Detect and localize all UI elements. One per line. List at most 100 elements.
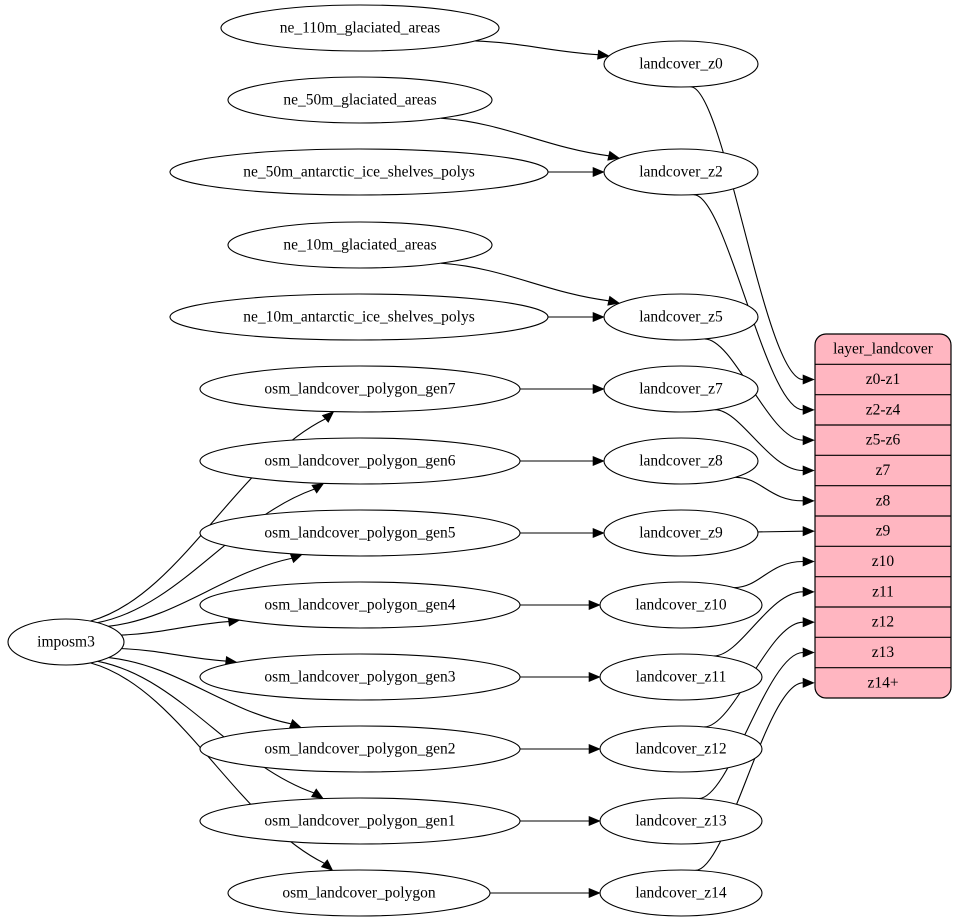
node-label: ne_50m_antarctic_ice_shelves_polys bbox=[243, 164, 475, 181]
node-osm_landcover_polygon_gen7[interactable]: osm_landcover_polygon_gen7 bbox=[199, 365, 521, 413]
node-label: landcover_z0 bbox=[639, 56, 723, 73]
record-header-label: layer_landcover bbox=[833, 341, 934, 358]
edge-arrowhead bbox=[588, 671, 601, 683]
edge-line bbox=[108, 557, 292, 627]
node-label: osm_landcover_polygon_gen1 bbox=[264, 813, 455, 830]
node-label: landcover_z9 bbox=[639, 525, 723, 542]
node-label: imposm3 bbox=[37, 634, 95, 651]
node-osm_landcover_polygon_gen1[interactable]: osm_landcover_polygon_gen1 bbox=[199, 797, 521, 845]
record-node-layer-landcover[interactable]: layer_landcoverz0-z1z2-z4z5-z6z7z8z9z10z… bbox=[814, 333, 952, 699]
node-label: osm_landcover_polygon_gen6 bbox=[264, 453, 455, 470]
edge-arrowhead bbox=[802, 586, 815, 597]
edge-line bbox=[97, 660, 315, 794]
node-osm_landcover_polygon_gen3[interactable]: osm_landcover_polygon_gen3 bbox=[199, 653, 521, 701]
node-landcover_z10[interactable]: landcover_z10 bbox=[599, 581, 763, 629]
edge-osm_landcover_polygon_gen3--to--landcover_z11 bbox=[520, 671, 601, 683]
node-ne_50m_antarctic_ice_shelves_polys[interactable]: ne_50m_antarctic_ice_shelves_polys bbox=[169, 148, 549, 196]
layer-node-ellipse bbox=[603, 365, 759, 413]
node-landcover_z7[interactable]: landcover_z7 bbox=[603, 365, 759, 413]
node-ne_110m_glaciated_areas[interactable]: ne_110m_glaciated_areas bbox=[220, 4, 500, 52]
edge-line bbox=[734, 560, 804, 589]
edge-arrowhead bbox=[802, 677, 815, 688]
node-imposm3[interactable]: imposm3 bbox=[7, 618, 125, 666]
layer-node-ellipse bbox=[599, 869, 763, 917]
edge-line bbox=[713, 591, 804, 657]
node-label: landcover_z2 bbox=[639, 164, 723, 181]
source-node-ellipse bbox=[227, 76, 493, 124]
edge-arrowhead bbox=[289, 553, 303, 564]
node-landcover_z9[interactable]: landcover_z9 bbox=[603, 509, 759, 557]
record-row-label-z8: z8 bbox=[876, 492, 891, 509]
node-label: ne_10m_glaciated_areas bbox=[283, 237, 436, 254]
edge-osm_landcover_polygon_gen6--to--landcover_z8 bbox=[520, 455, 605, 467]
edge-line bbox=[475, 40, 599, 56]
record-row-label-z11: z11 bbox=[872, 583, 894, 600]
edge-arrowhead bbox=[592, 527, 605, 539]
layer-node-ellipse bbox=[599, 797, 763, 845]
node-landcover_z5[interactable]: landcover_z5 bbox=[603, 293, 759, 341]
layer-node-ellipse bbox=[599, 581, 763, 629]
record-row-label-z0-z1: z0-z1 bbox=[866, 371, 900, 388]
edge-line bbox=[714, 409, 804, 472]
node-ne_10m_glaciated_areas[interactable]: ne_10m_glaciated_areas bbox=[227, 221, 493, 269]
node-osm_landcover_polygon_gen5[interactable]: osm_landcover_polygon_gen5 bbox=[199, 509, 521, 557]
node-label: osm_landcover_polygon_gen7 bbox=[264, 381, 455, 398]
edge-line bbox=[695, 682, 804, 871]
node-label: landcover_z10 bbox=[635, 597, 726, 614]
edge-line bbox=[693, 194, 804, 411]
node-layer: imposm3 ne_110m_glaciated_areas ne_50m_gla… bbox=[7, 4, 763, 917]
edge-osm_landcover_polygon--to--landcover_z14 bbox=[490, 887, 601, 899]
node-landcover_z13[interactable]: landcover_z13 bbox=[599, 797, 763, 845]
edge-arrowhead bbox=[802, 526, 815, 537]
layer-node-ellipse bbox=[603, 148, 759, 196]
edge-arrowhead bbox=[592, 311, 605, 323]
edge-ne_10m_glaciated_areas--to--landcover_z5 bbox=[440, 262, 621, 306]
node-osm_landcover_polygon_gen4[interactable]: osm_landcover_polygon_gen4 bbox=[199, 581, 521, 629]
record-row-label-z14+: z14+ bbox=[867, 674, 898, 691]
source-node-ellipse bbox=[169, 148, 549, 196]
node-landcover_z2[interactable]: landcover_z2 bbox=[603, 148, 759, 196]
edge-arrowhead bbox=[588, 815, 601, 827]
edge-imposm3--to--osm_landcover_polygon_gen1 bbox=[97, 660, 324, 800]
edge-landcover_z2--to--layer_landcover:z2-z4 bbox=[693, 194, 815, 415]
node-label: osm_landcover_polygon bbox=[282, 885, 436, 902]
node-landcover_z14[interactable]: landcover_z14 bbox=[599, 869, 763, 917]
node-landcover_z8[interactable]: landcover_z8 bbox=[603, 437, 759, 485]
record-row-label-z9: z9 bbox=[876, 523, 891, 540]
edge-imposm3--to--osm_landcover_polygon_gen6 bbox=[97, 482, 325, 624]
edge-arrowhead bbox=[802, 465, 815, 476]
node-landcover_z0[interactable]: landcover_z0 bbox=[603, 40, 759, 88]
node-label: osm_landcover_polygon_gen5 bbox=[264, 525, 455, 542]
node-osm_landcover_polygon_gen6[interactable]: osm_landcover_polygon_gen6 bbox=[199, 437, 521, 485]
record-row-label-z10: z10 bbox=[872, 553, 895, 570]
source-node-ellipse bbox=[199, 581, 521, 629]
node-osm_landcover_polygon_gen2[interactable]: osm_landcover_polygon_gen2 bbox=[199, 725, 521, 773]
node-landcover_z12[interactable]: landcover_z12 bbox=[599, 725, 763, 773]
edge-arrowhead bbox=[588, 887, 601, 899]
node-osm_landcover_polygon[interactable]: osm_landcover_polygon bbox=[227, 869, 491, 917]
edge-arrowhead bbox=[311, 482, 325, 494]
node-ne_10m_antarctic_ice_shelves_polys[interactable]: ne_10m_antarctic_ice_shelves_polys bbox=[169, 293, 549, 341]
node-label: landcover_z5 bbox=[639, 309, 723, 326]
edge-osm_landcover_polygon_gen5--to--landcover_z9 bbox=[520, 527, 605, 539]
node-ne_50m_glaciated_areas[interactable]: ne_50m_glaciated_areas bbox=[227, 76, 493, 124]
node-label: landcover_z12 bbox=[635, 741, 726, 758]
node-label: landcover_z8 bbox=[639, 453, 723, 470]
edge-line bbox=[440, 262, 609, 302]
edge-ne_50m_antarctic_ice_shelves_polys--to--landcover_z2 bbox=[548, 166, 605, 178]
edge-arrowhead bbox=[597, 49, 610, 60]
edge-imposm3--to--osm_landcover_polygon_gen5 bbox=[108, 553, 303, 627]
edge-ne_10m_antarctic_ice_shelves_polys--to--landcover_z5 bbox=[548, 311, 605, 323]
node-label: ne_50m_glaciated_areas bbox=[283, 92, 436, 109]
edge-line bbox=[121, 648, 226, 662]
edge-arrowhead bbox=[607, 150, 621, 161]
record-row-label-z5-z6: z5-z6 bbox=[866, 432, 901, 449]
node-landcover_z11[interactable]: landcover_z11 bbox=[599, 653, 763, 701]
edge-landcover_z8--to--layer_landcover:z8 bbox=[735, 476, 815, 506]
layer-node-ellipse bbox=[603, 293, 759, 341]
edge-arrowhead bbox=[592, 166, 605, 178]
record-row-label-z12: z12 bbox=[872, 614, 894, 631]
edge-landcover_z11--to--layer_landcover:z11 bbox=[713, 586, 815, 657]
layer-node-ellipse bbox=[603, 509, 759, 557]
